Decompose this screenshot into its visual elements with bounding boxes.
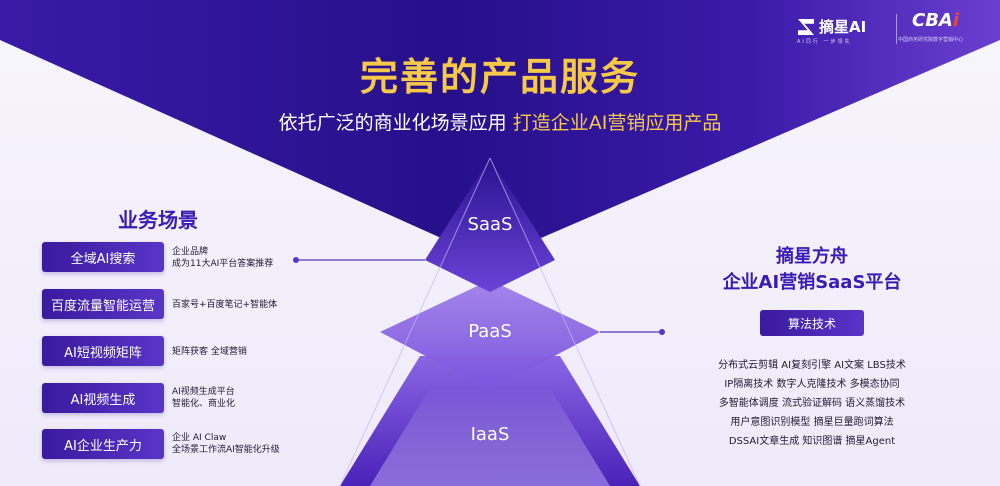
layer-label-paas: PaaS: [468, 321, 512, 342]
subtitle-plain: 依托广泛的商业化场景应用: [278, 112, 507, 134]
tech-row: 用户意图识别模型 摘星巨量跑词算法: [730, 417, 894, 428]
tech-row: IP隔离技术 数字人克隆技术 多模态协同: [724, 379, 900, 390]
pyramid: [339, 157, 641, 486]
partner-subtitle: 中国商务研究院数字营销中心: [898, 37, 964, 43]
tech-row: 多智能体调度 流式验证解码 语义蒸馏技术: [718, 398, 906, 409]
top-band: [0, 0, 1000, 260]
page-subtitle: 依托广泛的商业化场景应用 打造企业AI营销应用产品: [0, 108, 1000, 135]
tech-row: DSSAI文章生成 知识图谱 摘星Agent: [728, 436, 896, 447]
platform-title-line1: 摘星方舟: [776, 246, 848, 267]
scenario-desc-baidu-ops: 百家号+百度笔记+智能体: [172, 300, 278, 310]
partner-logo: CBAi: [912, 10, 959, 31]
scenario-button-video-gen[interactable]: AI视频生成: [42, 383, 164, 413]
brand-logo: 摘星AI: [798, 16, 866, 37]
scenario-desc-video-gen: AI视频生成平台 智能化、商业化: [172, 387, 236, 409]
scenario-button-baidu-ops[interactable]: 百度流量智能运营: [42, 289, 164, 319]
layer-label-iaas: IaaS: [470, 424, 510, 445]
page-title: 完善的产品服务: [359, 55, 640, 99]
scenario-button-short-video[interactable]: AI短视频矩阵: [42, 336, 164, 366]
brand-tagline: AI同行 一步领先: [797, 39, 852, 45]
brand-name: 摘星AI: [819, 18, 867, 36]
scenario-desc-productivity: 企业 AI Claw 全场景工作流AI智能化升级: [172, 433, 280, 455]
logo-divider: [896, 14, 897, 44]
brand-logo-icon: [798, 19, 814, 35]
platform-title: 摘星方舟 企业AI营销SaaS平台: [692, 244, 932, 296]
subtitle-highlight: 打造企业AI营销应用产品: [512, 112, 722, 134]
business-scenarios-heading: 业务场景: [118, 208, 198, 232]
tech-row: 分布式云剪辑 AI复刻引擎 AI文案 LBS技术: [718, 360, 906, 371]
algorithm-tech-button[interactable]: 算法技术: [760, 310, 864, 336]
layer-label-saas: SaaS: [467, 214, 513, 235]
scenario-button-ai-search[interactable]: 全域AI搜索: [42, 242, 164, 272]
connector-left: [293, 257, 425, 263]
scenario-desc-ai-search: 企业品牌 成为11大AI平台答案推荐: [172, 247, 274, 269]
scenario-button-productivity[interactable]: AI企业生产力: [42, 429, 164, 459]
partner-logo-accent: i: [952, 10, 960, 31]
pyramid-layer-paas: [380, 280, 600, 390]
connector-right: [600, 329, 665, 335]
pyramid-layer-saas: [425, 158, 555, 292]
scenario-desc-short-video: 矩阵获客 全域营销: [172, 347, 247, 357]
platform-title-line2: 企业AI营销SaaS平台: [722, 272, 902, 293]
partner-logo-text: CBA: [912, 10, 953, 31]
